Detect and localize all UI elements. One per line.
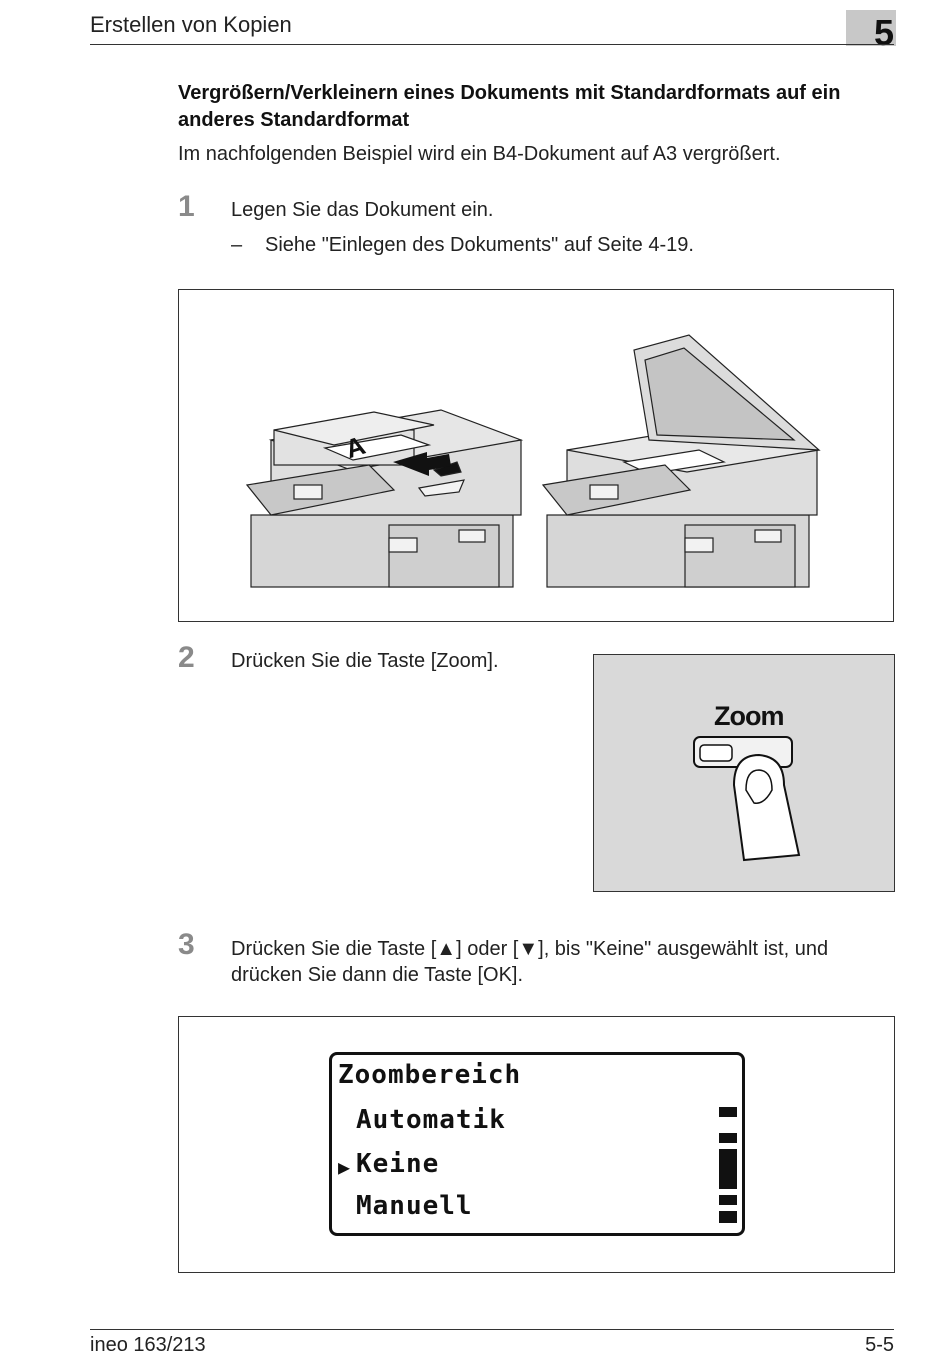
step-3-number: 3 (178, 928, 195, 961)
zoom-key-illustration (693, 736, 801, 862)
footer-model: ineo 163/213 (90, 1334, 206, 1356)
figure-lcd-zoom-menu (178, 1016, 895, 1273)
step-2-text: Drücken Sie die Taste [Zoom]. (231, 650, 499, 672)
document-sheet (322, 434, 432, 461)
footer-divider (90, 1329, 894, 1330)
step-3-text: Drücken Sie die Taste [▲] oder [▼], bis … (231, 938, 829, 986)
step-1-sub-dash: – (231, 234, 243, 256)
section-heading: Vergrößern/Verkleinern eines Dokuments m… (178, 82, 841, 131)
chapter-number: 5 (873, 12, 894, 53)
lcd-scrollbar[interactable] (718, 1105, 738, 1230)
scroll-up-icon (719, 1107, 737, 1117)
lcd-cursor-icon: ▶ (338, 1155, 352, 1179)
chapter-tab (846, 10, 896, 46)
figure-zoom-key: Zoom (593, 654, 895, 892)
step-2-number: 2 (178, 641, 195, 674)
header-divider (90, 44, 894, 45)
copier-illustration: A (245, 334, 821, 588)
section-intro: Im nachfolgenden Beispiel wird ein B4-Do… (178, 143, 781, 165)
zoom-key-led-icon (699, 744, 733, 762)
lcd-option-automatik[interactable]: Automatik (356, 1105, 506, 1135)
page-header-title: Erstellen von Kopien (90, 12, 292, 37)
figure-copier-loading: A (178, 289, 894, 622)
scroll-thumb (719, 1149, 737, 1189)
step-1-number: 1 (178, 190, 195, 223)
lcd-option-keine-selected[interactable]: Keine (356, 1149, 440, 1179)
scroll-down-icon (719, 1211, 737, 1223)
step-1-sub-text: Siehe "Einlegen des Dokuments" auf Seite… (265, 234, 694, 256)
lcd-display: Zoombereich Automatik ▶ Keine Manuell (329, 1052, 745, 1236)
step-1-text: Legen Sie das Dokument ein. (231, 199, 494, 221)
zoom-key-label: Zoom (714, 701, 784, 731)
insert-arrow-icon (393, 452, 451, 476)
pressing-finger-icon (732, 753, 801, 862)
lcd-option-manuell[interactable]: Manuell (356, 1191, 473, 1221)
lcd-title: Zoombereich (338, 1060, 522, 1090)
fingernail-icon (745, 769, 773, 804)
footer-page-number: 5-5 (865, 1334, 894, 1356)
